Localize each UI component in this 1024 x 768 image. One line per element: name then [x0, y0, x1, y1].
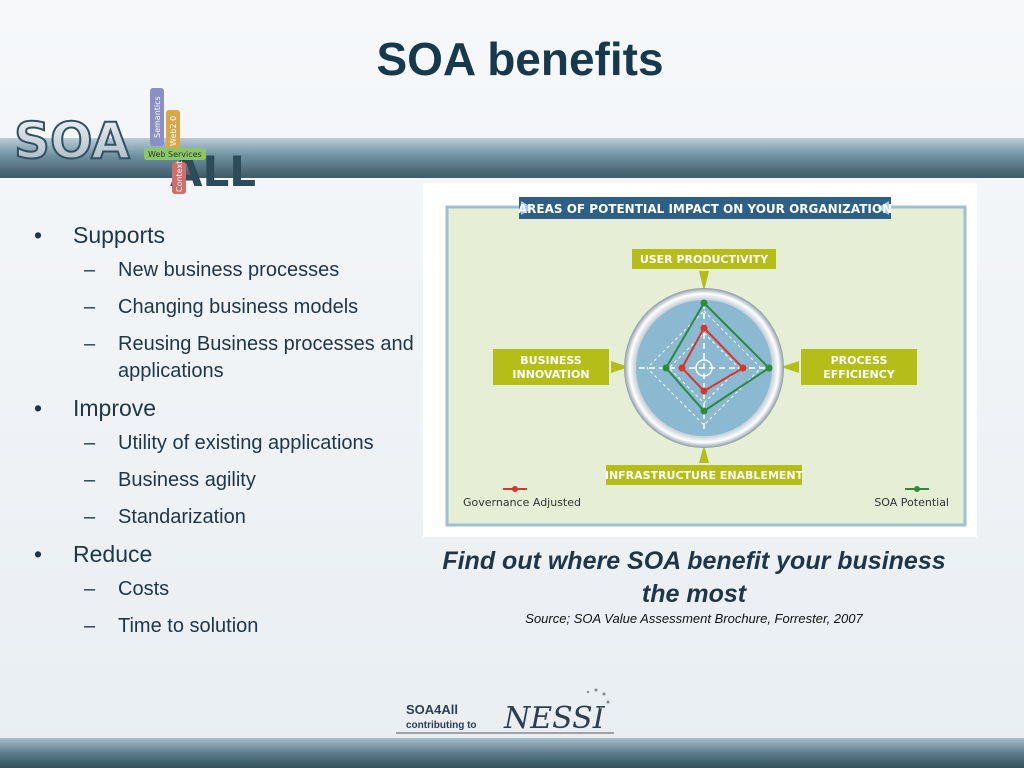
footer-nessi-wordmark: NESSI	[503, 701, 606, 736]
logo-text-main: SOA	[14, 112, 130, 170]
svg-text:EFFICIENCY: EFFICIENCY	[823, 368, 896, 381]
arrow-right	[781, 361, 799, 373]
svg-text:INFRASTRUCTURE ENABLEMENT: INFRASTRUCTURE ENABLEMENT	[605, 469, 804, 482]
impact-diagram: AREAS OF POTENTIAL IMPACT ON YOUR ORGANI…	[423, 183, 977, 537]
sub-bullet: Changing business models	[30, 294, 430, 321]
footer-bar	[0, 738, 1024, 768]
footer-soa4all: SOA4All	[406, 702, 458, 717]
sub-bullet: New business processes	[30, 257, 430, 284]
legend-governance-adjusted: Governance Adjusted	[463, 496, 581, 509]
svg-text:Context: Context	[175, 161, 184, 192]
bullet-improve: Improve	[30, 395, 430, 422]
bullet-supports: Supports	[30, 222, 430, 249]
svg-text:USER PRODUCTIVITY: USER PRODUCTIVITY	[640, 253, 769, 266]
sub-bullet: Reusing Business processes and applicati…	[30, 331, 430, 385]
sub-bullet: Costs	[30, 576, 430, 603]
label-process-efficiency	[801, 349, 917, 385]
sub-bullet: Time to solution	[30, 613, 430, 640]
legend-soa-potential: SOA Potential	[874, 496, 949, 509]
soa4all-logo: SOA ALL Semantics Web2.0 Web Services Co…	[13, 88, 256, 196]
diagram-source: Source; SOA Value Assessment Brochure, F…	[525, 611, 863, 626]
logo-tag-web20	[166, 110, 180, 150]
svg-text:INNOVATION: INNOVATION	[512, 368, 589, 381]
sub-bullet: Standarization	[30, 504, 430, 531]
svg-text:Web2.0: Web2.0	[169, 116, 178, 146]
label-infrastructure-enablement	[606, 465, 802, 485]
svg-text:Web Services: Web Services	[148, 150, 202, 159]
arrow-bottom	[699, 445, 709, 463]
footer-contributing: contributing to	[406, 720, 477, 731]
arrow-left	[611, 361, 629, 373]
svg-text:PROCESS: PROCESS	[831, 354, 888, 367]
svg-text:Semantics: Semantics	[153, 96, 162, 138]
arrow-top	[699, 271, 709, 291]
bullet-reduce: Reduce	[30, 541, 430, 568]
svg-text:BUSINESS: BUSINESS	[520, 354, 581, 367]
label-business-innovation	[493, 349, 609, 385]
diagram-banner	[519, 197, 891, 219]
label-user-productivity	[632, 249, 776, 269]
logo-tag-semantics	[150, 88, 164, 146]
slide-title: SOA benefits	[376, 33, 664, 85]
bullet-list: Supports New business processes Changing…	[30, 222, 430, 650]
diagram-caption: Find out where SOA benefit your business…	[442, 547, 946, 608]
sub-bullet: Utility of existing applications	[30, 430, 430, 457]
footer-nessi-logo: SOA4All contributing to NESSI	[396, 688, 614, 736]
sub-bullet: Business agility	[30, 467, 430, 494]
diagram-banner-text: AREAS OF POTENTIAL IMPACT ON YOUR ORGANI…	[518, 202, 892, 216]
logo-tag-webservices	[144, 148, 206, 160]
impact-diagram-svg: AREAS OF POTENTIAL IMPACT ON YOUR ORGANI…	[445, 197, 967, 527]
logo-tag-context	[172, 162, 186, 194]
